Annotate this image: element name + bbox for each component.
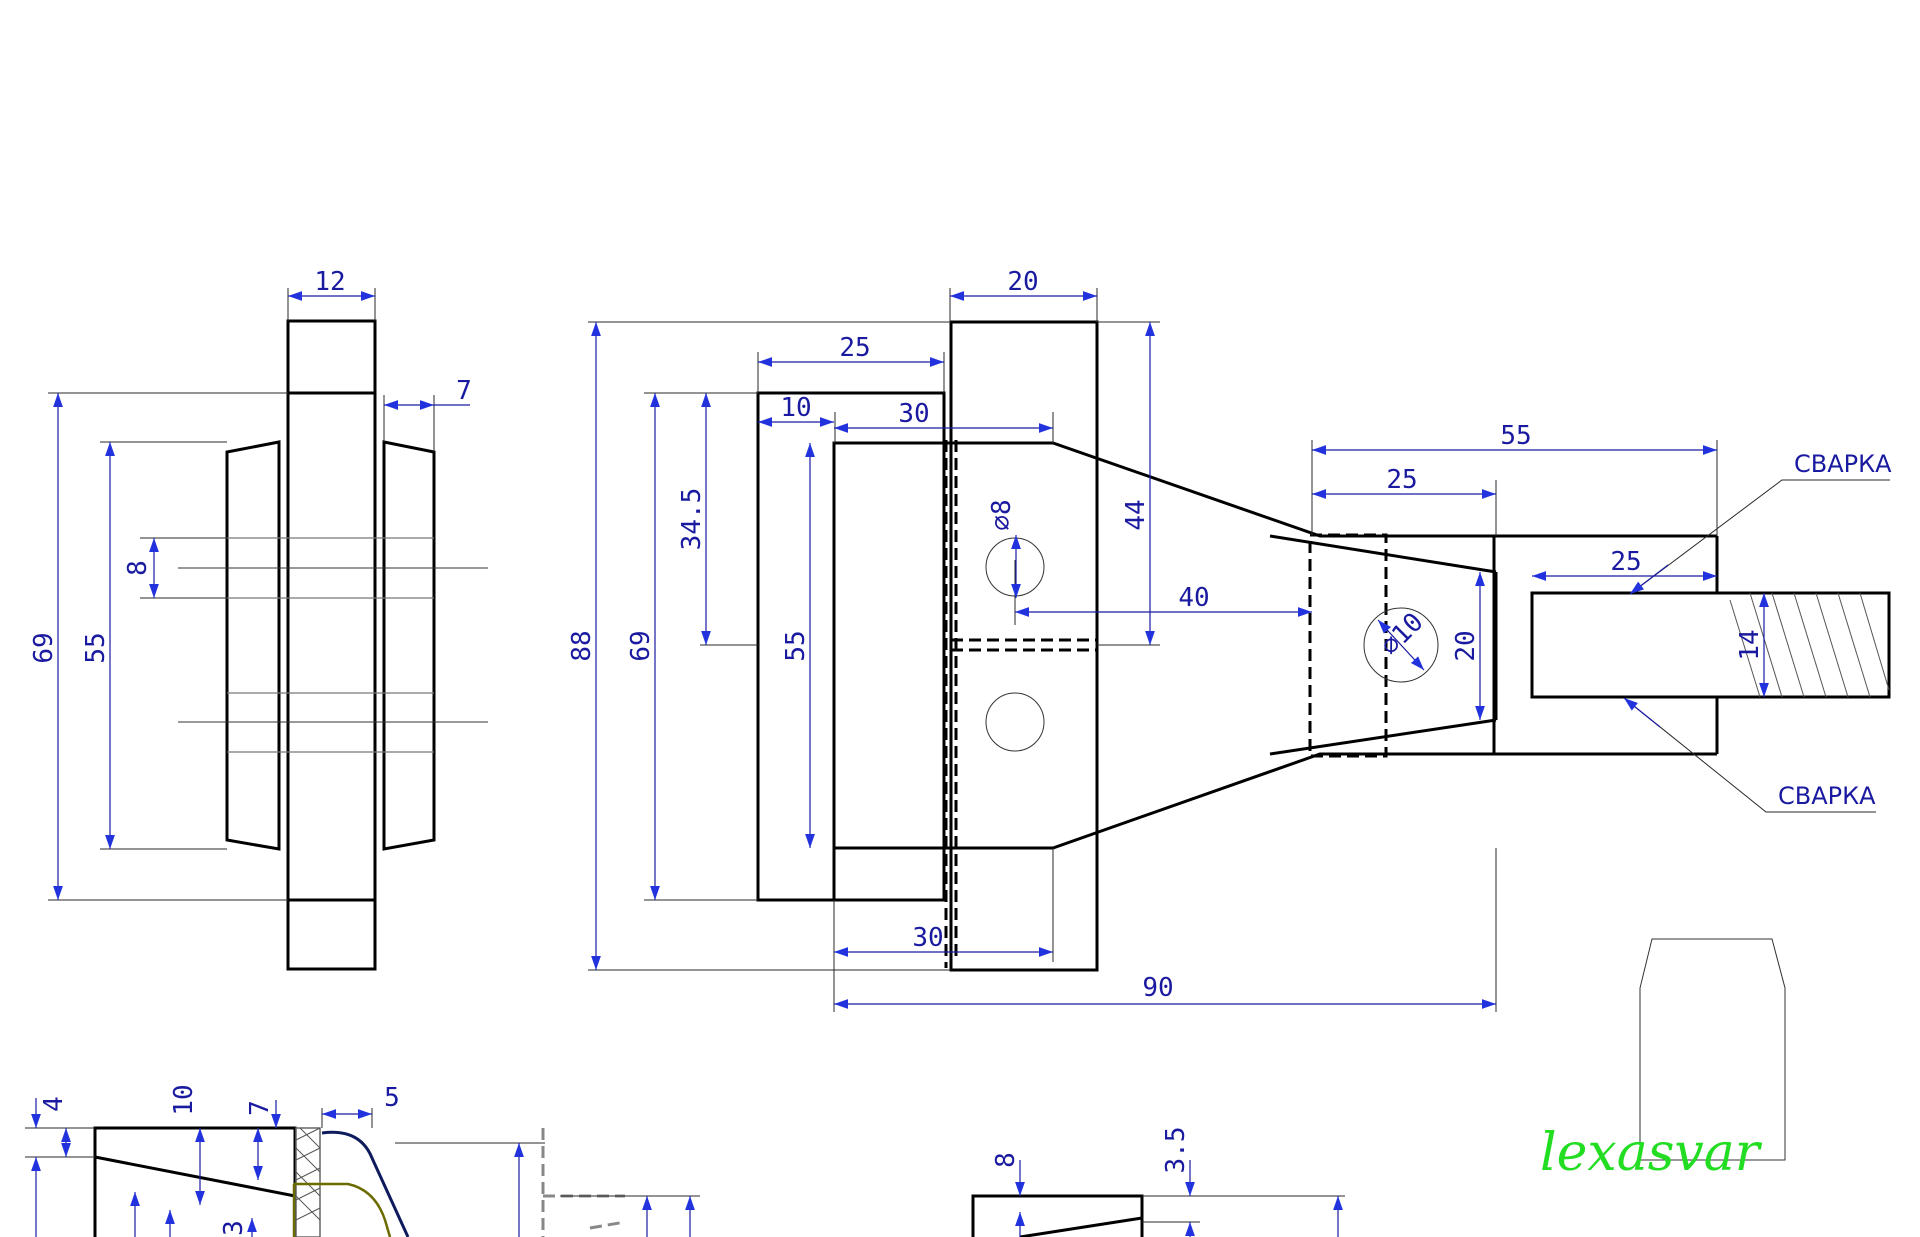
dim-front-half: 34.5: [677, 488, 707, 551]
front-upright: [949, 320, 1099, 972]
dim-bl-4: 4: [39, 1096, 69, 1112]
dim-front-offset: 10: [780, 393, 811, 423]
dim-front-total-height: 88: [567, 630, 597, 661]
dim-bottom-offset: 30: [912, 923, 943, 953]
dim-bar-thickness: 14: [1735, 629, 1765, 660]
front-tapered-body: [832, 441, 1496, 900]
dim-fork-gap: 20: [1451, 630, 1481, 661]
dim-bl-10: 10: [169, 1084, 199, 1115]
dim-overall-length: 90: [1142, 973, 1173, 1003]
dim-bl-7: 7: [245, 1100, 275, 1116]
dim-bar-length: 25: [1610, 547, 1641, 577]
dim-fork-inner: 25: [1386, 465, 1417, 495]
hole-fork: [1363, 607, 1439, 683]
dim-side-flange: 7: [456, 376, 472, 406]
bm-body: [971, 1194, 1144, 1237]
bar-hatch: [1729, 592, 1890, 698]
dim-fork-length: 55: [1500, 421, 1531, 451]
dim-side-width: 12: [314, 267, 345, 297]
hole-bottom: [985, 692, 1045, 752]
dim-bl-5: 5: [384, 1083, 400, 1113]
welded-bar: [1530, 591, 1891, 699]
dim-hole-small: ⌀8: [987, 499, 1017, 530]
side-left-flange: [225, 440, 281, 851]
side-body: [286, 319, 377, 971]
side-right-flange: [382, 440, 436, 851]
author-signature: lexasvar: [1540, 1123, 1763, 1183]
bottom-left-view: 4 10 7 5 3: [25, 1083, 700, 1237]
dim-front-inner: 55: [781, 630, 811, 661]
front-view: 20 25 10 30 88 69 34.5 55 ⌀8 44 40 55 25…: [567, 267, 1892, 1012]
dim-side-total: 69: [29, 632, 59, 663]
dim-bm-35: 3.5: [1161, 1127, 1191, 1174]
dim-bl-3: 3: [219, 1220, 249, 1236]
hidden-fork: [1308, 533, 1388, 758]
side-view: 12 7 69 55 8: [29, 267, 488, 971]
dim-bm-8: 8: [991, 1152, 1021, 1168]
dim-front-plate-width: 25: [839, 333, 870, 363]
dim-hole-offset: 40: [1178, 583, 1209, 613]
weld-note-top: СВАРКА: [1794, 450, 1892, 478]
dim-front-height: 69: [626, 630, 656, 661]
bl-hatched-strip: [295, 1127, 321, 1237]
dim-front-top-width: 20: [1007, 267, 1038, 297]
bl-body: [93, 1126, 297, 1237]
front-plate: [756, 391, 946, 902]
bl-weld-seam: [292, 1182, 392, 1237]
dim-front-to-taper: 30: [898, 399, 929, 429]
weld-note-bottom: СВАРКА: [1778, 782, 1876, 810]
dim-side-inner: 55: [81, 632, 111, 663]
dim-hole-spacing: 44: [1121, 499, 1151, 530]
dim-side-hole: 8: [123, 560, 153, 576]
bl-curve: [321, 1130, 410, 1237]
bottom-middle-view: 8 3.5: [971, 1127, 1345, 1237]
tag-outline: [1639, 938, 1786, 1161]
hidden-uprights: [944, 340, 1099, 968]
dim-hole-large: ⌀10: [1375, 607, 1429, 661]
